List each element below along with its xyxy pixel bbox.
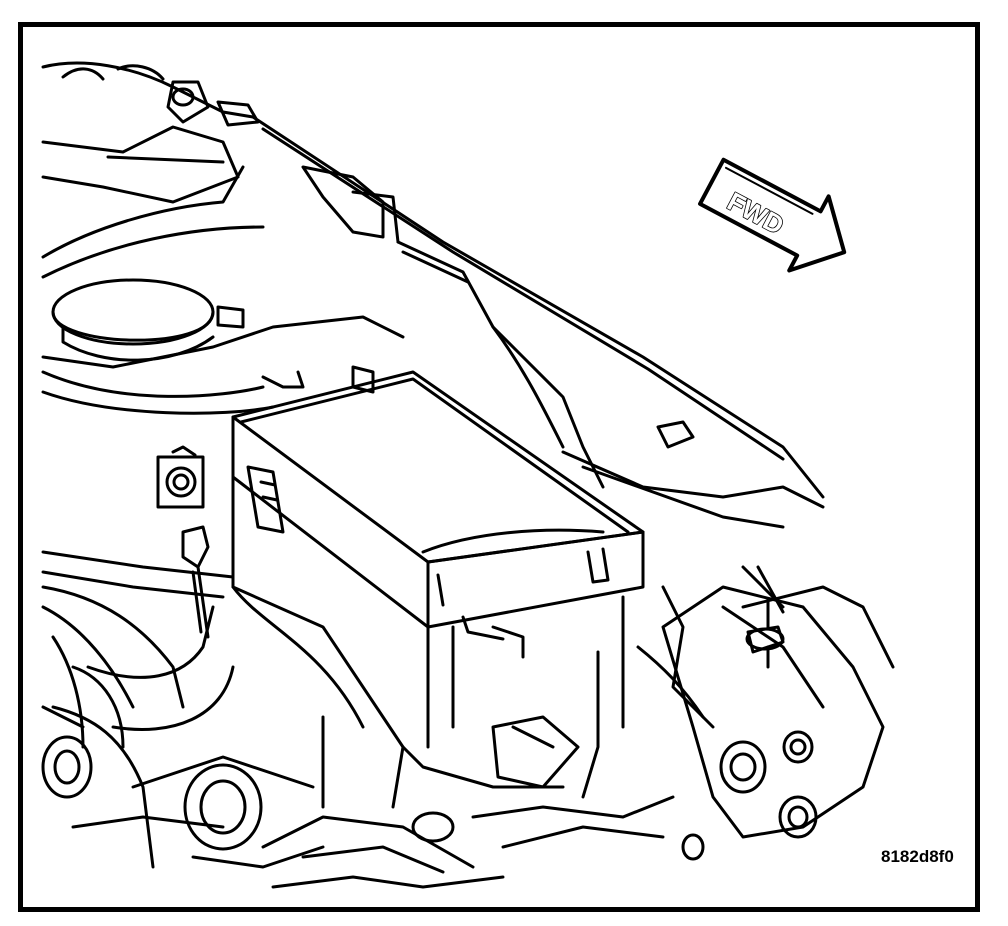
engine-compartment-illustration: FWD xyxy=(41,61,895,889)
right-bracket xyxy=(636,565,895,861)
fuse-box-cover xyxy=(231,370,645,809)
upper-cowl-bracket xyxy=(41,61,265,279)
ground-stud xyxy=(745,600,785,669)
strut-tower xyxy=(41,278,405,415)
fender-rail xyxy=(251,115,825,529)
lower-components xyxy=(183,763,675,889)
left-clamp xyxy=(156,445,210,639)
left-hoses xyxy=(41,550,315,869)
figure-id-label: 8182d8f0 xyxy=(881,847,954,866)
illustration-frame: FWD 8182d8f0 xyxy=(18,22,980,912)
fwd-arrow xyxy=(698,157,847,273)
